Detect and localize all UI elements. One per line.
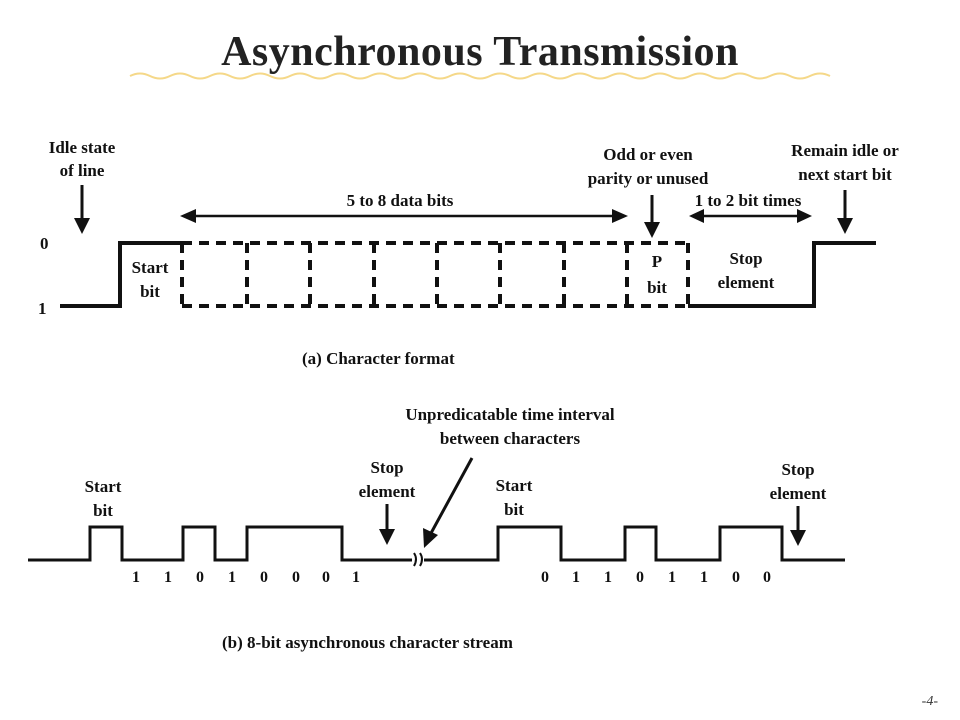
first-char-bit: 0 (292, 569, 300, 586)
stop-element-label-line1: Stop (729, 249, 762, 268)
first-char-bit: 0 (322, 569, 330, 586)
parity-down-arrow-icon (644, 222, 660, 238)
page-number: -4- (921, 694, 938, 709)
bit-times-label: 1 to 2 bit times (695, 191, 802, 210)
start-bit-label-line1: Start (132, 258, 169, 277)
second-char-bit: 0 (541, 569, 549, 586)
start-bit-label-line2: bit (140, 282, 160, 301)
remain-idle-label-line1: Remain idle or (791, 141, 899, 160)
first-char-bit: 0 (196, 569, 204, 586)
second-stop-element-label-line2: element (770, 484, 827, 503)
interval-label-line2: between characters (440, 429, 581, 448)
title-underline (129, 72, 831, 80)
right-arrowhead-icon (612, 209, 628, 223)
slide-title: Asynchronous Transmission (221, 29, 739, 75)
level-0-label: 0 (40, 234, 49, 253)
data-bits-label: 5 to 8 data bits (347, 191, 454, 210)
interval-label-line1: Unpredicatable time interval (405, 405, 615, 424)
first-stop-down-arrow-icon (379, 529, 395, 545)
second-char-bit: 0 (732, 569, 740, 586)
bit-times-right-arrowhead-icon (797, 209, 812, 223)
second-char-bit: 1 (604, 569, 612, 586)
second-stop-down-arrow-icon (790, 530, 806, 546)
character-stream-caption: (b) 8-bit asynchronous character stream (222, 633, 513, 652)
character-format-caption: (a) Character format (302, 349, 455, 368)
second-char-bit: 1 (572, 569, 580, 586)
idle-state-label-line2: of line (60, 161, 105, 180)
first-char-bit: 1 (164, 569, 172, 586)
first-char-bit: 1 (228, 569, 236, 586)
idle-state-label-line1: Idle state (49, 138, 116, 157)
bit-times-left-arrowhead-icon (689, 209, 704, 223)
parity-bit-label-line2: bit (647, 278, 667, 297)
time-break-icon (413, 552, 423, 567)
second-char-bit: 1 (668, 569, 676, 586)
parity-label-line2: parity or unused (588, 169, 709, 188)
level-1-label: 1 (38, 299, 47, 318)
interval-diagonal-arrow-icon (423, 528, 438, 548)
second-stop-element-label-line1: Stop (781, 460, 814, 479)
parity-label-line1: Odd or even (603, 145, 693, 164)
parity-bit-label-line1: P (652, 252, 662, 271)
remain-idle-down-arrow-icon (837, 218, 853, 234)
second-char-bit: 0 (763, 569, 771, 586)
character-stream-diagram: Unpredicatable time interval between cha… (28, 405, 845, 652)
first-char-bit: 0 (260, 569, 268, 586)
first-start-bit-label-line2: bit (93, 501, 113, 520)
left-arrowhead-icon (180, 209, 196, 223)
first-stop-element-label-line2: element (359, 482, 416, 501)
remain-idle-label-line2: next start bit (798, 165, 892, 184)
down-arrow-icon (74, 218, 90, 234)
stop-element-label-line2: element (718, 273, 775, 292)
second-start-bit-label-line1: Start (496, 476, 533, 495)
first-char-bit: 1 (132, 569, 140, 586)
first-char-bit: 1 (352, 569, 360, 586)
character-format-diagram: Idle state of line 0 1 (38, 138, 899, 368)
second-char-bit: 0 (636, 569, 644, 586)
first-stop-element-label-line1: Stop (370, 458, 403, 477)
first-start-bit-label-line1: Start (85, 477, 122, 496)
second-start-bit-label-line2: bit (504, 500, 524, 519)
second-char-bit: 1 (700, 569, 708, 586)
